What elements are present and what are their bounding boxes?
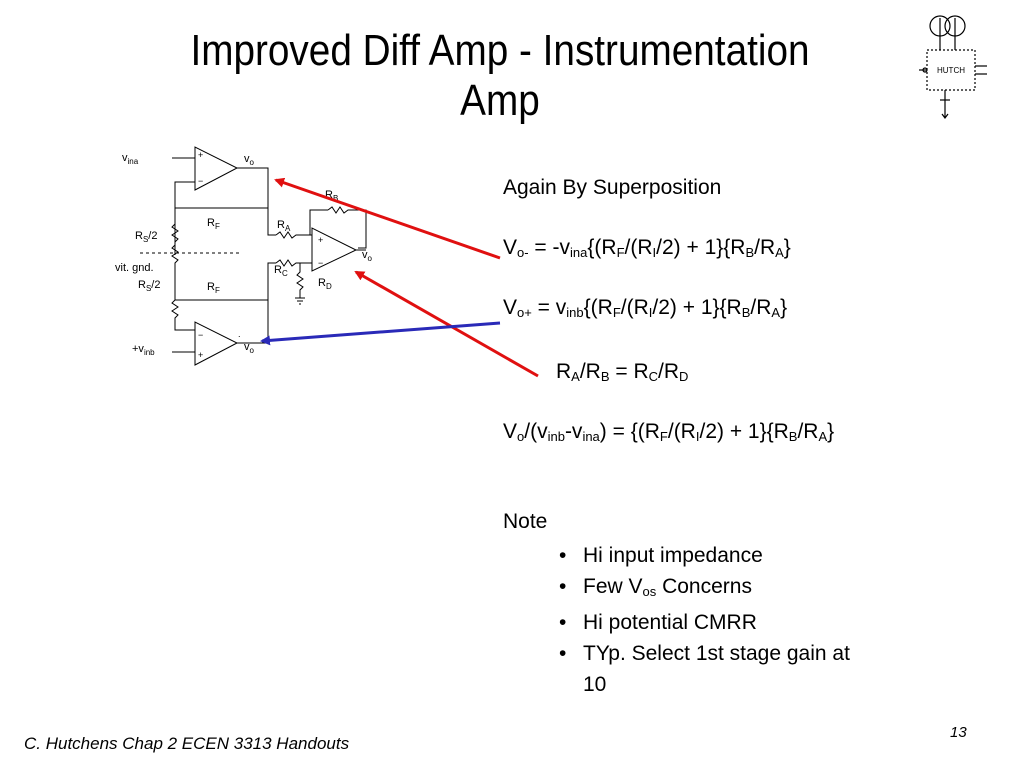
bullet-icon: • — [559, 575, 567, 598]
svg-text:vo: vo — [362, 249, 373, 263]
resistor-rb — [327, 206, 367, 249]
heading-superposition: Again By Superposition — [503, 176, 722, 199]
instrumentation-amp-schematic: vina vo + − RF RS/2 vit. gnd. RS/2 RF RA… — [115, 146, 373, 366]
logo-text: HUTCH — [937, 66, 965, 75]
svg-text:−: − — [318, 258, 323, 268]
svg-text:RS/2: RS/2 — [135, 230, 157, 244]
hutch-logo: HUTCH — [919, 15, 987, 119]
svg-text:+: + — [318, 235, 323, 245]
svg-text:RF: RF — [207, 281, 220, 295]
footer-credit: C. Hutchens Chap 2 ECEN 3313 Handouts — [24, 734, 350, 753]
svg-text:RF: RF — [207, 217, 220, 231]
equation-ratio: RA/RB = RC/RD — [556, 360, 689, 384]
bullet-icon: • — [559, 642, 567, 665]
svg-text:RA: RA — [277, 219, 291, 233]
bullet-item: •Few Vos Concerns — [559, 571, 979, 607]
equation-vo-minus: Vo- = -vina{(RF/(RI/2) + 1}{RB/RA} — [503, 236, 791, 260]
svg-text:RB: RB — [325, 189, 338, 203]
svg-text:RC: RC — [274, 264, 288, 278]
slide-title: Improved Diff Amp - Instrumentation Amp — [95, 26, 905, 126]
svg-text:RS/2: RS/2 — [138, 279, 160, 293]
svg-text:vina: vina — [122, 152, 139, 166]
vit-gnd-label: vit. gnd. — [115, 262, 154, 274]
opamp-bottom — [194, 321, 239, 366]
svg-text:+: + — [198, 150, 203, 160]
note-heading: Note — [503, 510, 548, 533]
title-line-2: Amp — [460, 76, 540, 125]
svg-text:.: . — [238, 329, 241, 339]
resistor-rs — [171, 228, 179, 290]
resistor-rd — [296, 263, 304, 298]
bullet-item: •Hi input impedance — [559, 540, 979, 571]
svg-text:+: + — [198, 350, 203, 360]
equation-vo-plus: Vo+ = vinb{(RF/(RI/2) + 1}{RB/RA} — [503, 296, 788, 320]
resistor-rf-bottom — [171, 290, 195, 331]
note-bullet-list: •Hi input impedance •Few Vos Concerns •H… — [559, 540, 979, 700]
equation-gain: Vo/(vinb-vina) = {(RF/(RI/2) + 1}{RB/RA} — [503, 420, 835, 444]
bullet-item: •Hi potential CMRR — [559, 607, 979, 638]
opamp-top — [194, 146, 239, 191]
bullet-icon: • — [559, 544, 567, 567]
svg-text:−: − — [198, 176, 203, 186]
resistor-ra — [275, 231, 310, 239]
svg-text:vo: vo — [244, 341, 255, 355]
svg-text:vo: vo — [244, 153, 255, 167]
svg-text:−: − — [198, 330, 203, 340]
title-line-1: Improved Diff Amp - Instrumentation — [190, 26, 810, 75]
svg-text:+vinb: +vinb — [132, 343, 155, 357]
bullet-icon: • — [559, 611, 567, 634]
page-number: 13 — [950, 724, 967, 741]
svg-text:RD: RD — [318, 277, 332, 291]
resistor-rc — [275, 259, 312, 267]
